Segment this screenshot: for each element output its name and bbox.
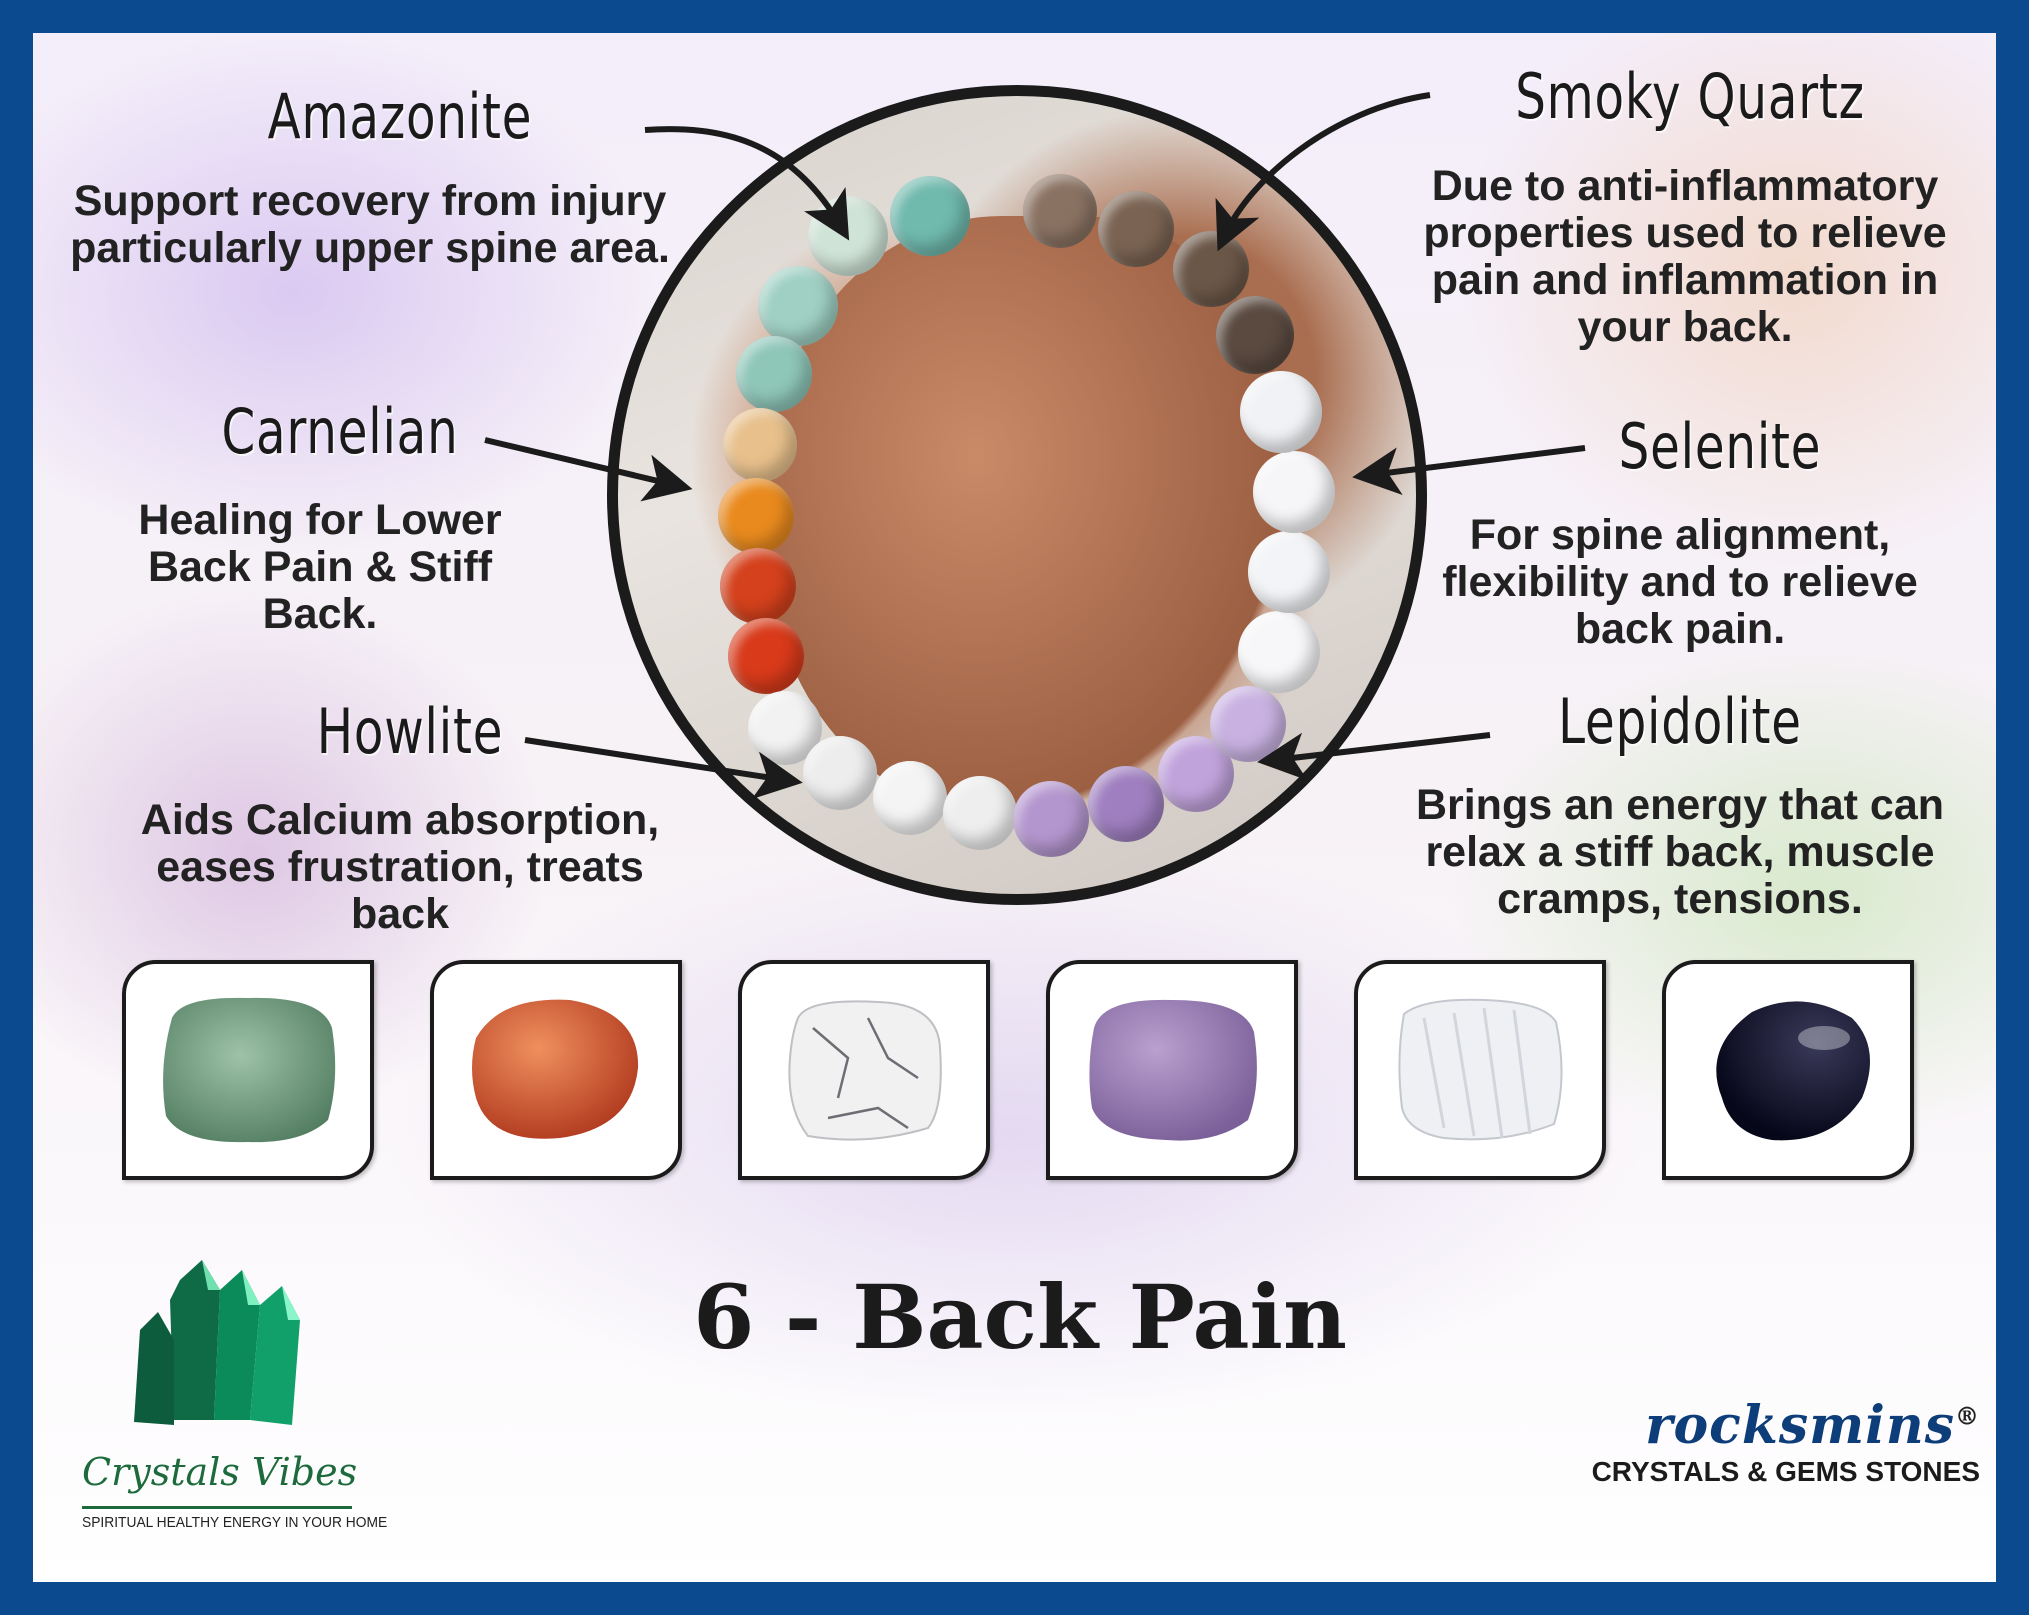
stone-cards-row <box>92 960 1942 1180</box>
stone-card-amazonite <box>122 960 374 1180</box>
bead-smoky-quartz <box>1098 191 1174 267</box>
stone-name-carnelian: Carnelian <box>221 395 459 468</box>
bead-selenite <box>1248 531 1330 613</box>
bead-carnelian <box>728 618 804 694</box>
bead-lepidolite <box>1210 686 1286 762</box>
bead-selenite <box>1253 451 1335 533</box>
stone-description-lepidolite: Brings an energy that can relax a stiff … <box>1415 781 1945 923</box>
rocksmins-logo: rocksmins® CRYSTALS & GEMS STONES <box>1560 1395 1980 1515</box>
howlite-stone-image <box>788 1000 942 1141</box>
stone-card-lepidolite <box>1046 960 1298 1180</box>
bead-selenite <box>1240 371 1322 453</box>
bracelet-photo <box>607 85 1427 905</box>
stone-name-lepidolite: Lepidolite <box>1558 685 1802 758</box>
bead-howlite <box>803 736 877 810</box>
stone-description-amazonite: Support recovery from injury particularl… <box>70 177 670 272</box>
stone-card-smoky-quartz <box>1662 960 1914 1180</box>
stone-name-amazonite: Amazonite <box>267 80 533 153</box>
bead-smoky-quartz <box>1173 231 1249 307</box>
bead-lepidolite <box>1013 781 1089 857</box>
stone-description-selenite: For spine alignment, flexibility and to … <box>1442 511 1918 653</box>
brand-right-tagline: CRYSTALS & GEMS STONES <box>1591 1456 1980 1487</box>
bead-carnelian <box>720 548 796 624</box>
bead-amazonite <box>736 336 812 412</box>
bead-carnelian <box>723 408 797 482</box>
stone-name-selenite: Selenite <box>1618 410 1822 483</box>
registered-mark: ® <box>1955 1401 1980 1431</box>
smoky-quartz-stone-image <box>1716 1001 1870 1141</box>
crystal-cluster-icon <box>134 1260 300 1425</box>
bead-amazonite <box>758 266 838 346</box>
amazonite-stone-image <box>163 997 336 1143</box>
brand-left-rule <box>82 1506 352 1509</box>
crystals-vibes-logo: Crystals Vibes SPIRITUAL HEALTHY ENERGY … <box>50 1220 387 1550</box>
bead-selenite <box>1238 611 1320 693</box>
stone-card-carnelian <box>430 960 682 1180</box>
carnelian-stone-image <box>472 999 639 1139</box>
bead-amazonite <box>808 196 888 276</box>
stone-card-selenite <box>1354 960 1606 1180</box>
stone-name-smoky-quartz: Smoky Quartz <box>1515 60 1865 133</box>
page-title: 6 - Back Pain <box>693 1265 1347 1369</box>
bead-smoky-quartz <box>1216 296 1294 374</box>
stone-description-smoky-quartz: Due to anti-inflammatory properties used… <box>1423 162 1947 351</box>
brand-left-name: Crystals Vibes <box>82 1450 358 1494</box>
bead-amazonite <box>890 176 970 256</box>
bead-smoky-quartz <box>1023 174 1097 248</box>
stone-description-howlite: Aids Calcium absorption, eases frustrati… <box>140 796 660 938</box>
bead-lepidolite <box>1088 766 1164 842</box>
bead-howlite <box>943 776 1017 850</box>
stone-description-carnelian: Healing for Lower Back Pain & Stiff Back… <box>138 496 502 638</box>
bead-howlite <box>873 761 947 835</box>
brand-right-name: rocksmins <box>1645 1395 1955 1456</box>
brand-right-wordmark: rocksmins® <box>1560 1395 1980 1456</box>
bead-carnelian <box>718 478 794 554</box>
stone-card-howlite <box>738 960 990 1180</box>
lepidolite-stone-image <box>1089 999 1257 1141</box>
stone-name-howlite: Howlite <box>316 695 504 768</box>
hand-shape <box>768 216 1288 816</box>
brand-left-tagline: SPIRITUAL HEALTHY ENERGY IN YOUR HOME <box>82 1514 388 1531</box>
selenite-stone-image <box>1398 998 1563 1141</box>
